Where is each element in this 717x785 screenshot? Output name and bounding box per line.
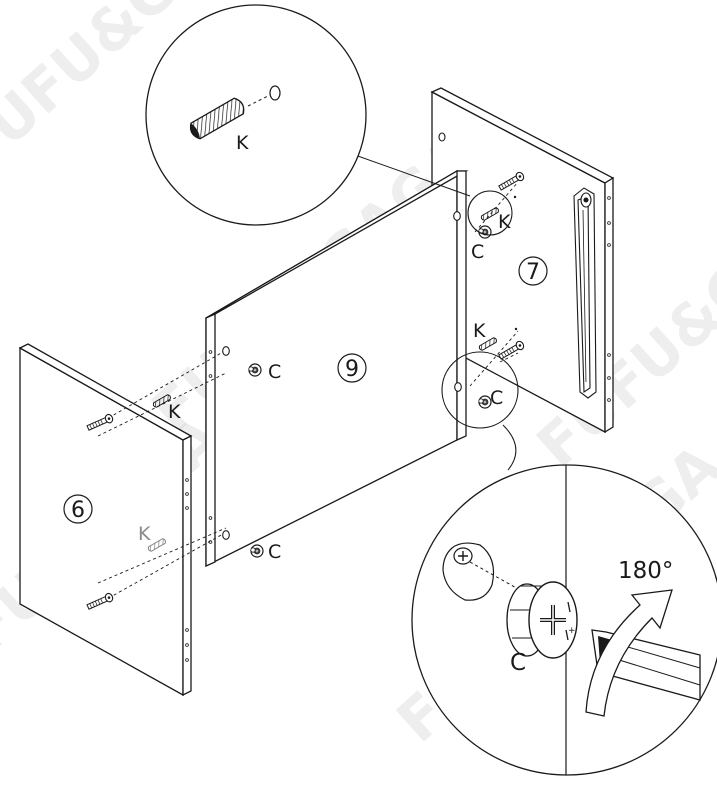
cam-lock-icon <box>478 225 492 239</box>
cam-lock-label: C <box>268 361 281 383</box>
cam-lock-label: C <box>268 541 281 563</box>
panel-back <box>205 169 469 568</box>
svg-text:+: + <box>568 626 576 636</box>
wooden-dowel-icon <box>189 97 245 140</box>
zoom-detail-cam-lock: + <box>411 424 717 776</box>
rotation-arrow-icon <box>585 589 673 717</box>
dowel-label: K <box>168 401 181 423</box>
dowel-label: K <box>473 320 486 342</box>
cam-lock-label: C <box>490 387 503 409</box>
hardware-right-joint <box>454 170 526 409</box>
zoom-detail-dowel <box>145 4 471 226</box>
part-labels: K K K K K C C C C C 180° <box>138 132 673 676</box>
rotation-degree-label: 180° <box>618 558 673 584</box>
drawer-slide-rail <box>573 187 597 399</box>
panel-number-7: 7 <box>526 260 540 285</box>
dowel-label: K <box>236 132 249 154</box>
dowel-label-faded: K <box>138 523 151 545</box>
highlight-circle-upper <box>467 190 513 236</box>
cam-lock-label: C <box>510 650 526 676</box>
panel-number-6: 6 <box>71 498 85 523</box>
cam-lock-icon <box>248 363 262 377</box>
cam-lock-label: C <box>471 241 484 263</box>
highlight-circle-lower <box>441 351 519 429</box>
cam-lock-icon: + <box>506 581 578 659</box>
panel-number-9: 9 <box>345 357 359 382</box>
panel-left-side <box>18 343 193 697</box>
panel-labels: 7 9 6 <box>63 256 548 524</box>
dowel-label: K <box>498 211 511 233</box>
cam-lock-icon <box>250 544 264 558</box>
cam-bolt-icon <box>453 547 473 565</box>
